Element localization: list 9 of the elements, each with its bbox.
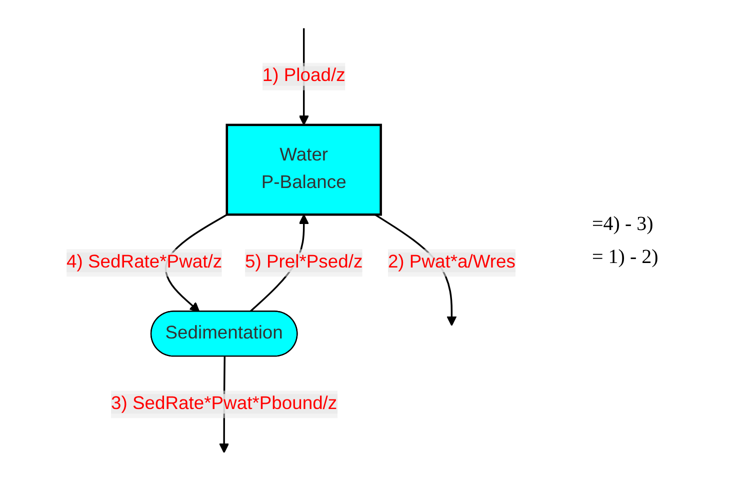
edge-label: 1) Pload/z (262, 66, 346, 86)
process-box: Water P-Balance (226, 124, 382, 216)
ellipse-node: Sedimentation (150, 310, 298, 357)
formula-note: = 1) - 2) (592, 246, 660, 268)
edge-label: 4) SedRate*Pwat/z (66, 252, 222, 272)
formula-note: =4) - 3) (592, 212, 654, 236)
edge-label: 5) Prel*Psed/z (245, 252, 363, 272)
edge-label: 2) Pwat*a/Wres (388, 252, 516, 272)
edge-label: 3) SedRate*Pwat*Pbound/z (111, 394, 338, 414)
